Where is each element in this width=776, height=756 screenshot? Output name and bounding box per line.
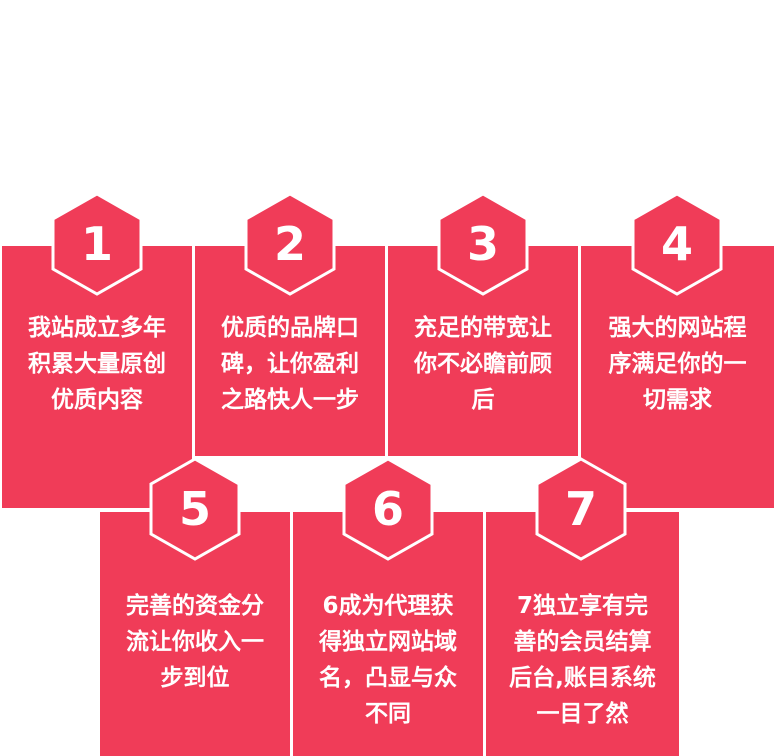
feature-text-2: 优质的品牌口碑，让你盈利之路快人一步 — [221, 315, 359, 413]
feature-text-3: 充足的带宽让你不必瞻前顾后 — [414, 315, 552, 413]
feature-card-4: 强大的网站程序满足你的一切需求 — [581, 246, 774, 508]
number-badge-3: 3 — [436, 192, 530, 296]
number-badge-5-label: 5 — [178, 482, 211, 536]
feature-text-5: 完善的资金分流让你收入一步到位 — [126, 593, 264, 691]
number-badge-5: 5 — [148, 457, 242, 561]
number-badge-7: 7 — [534, 457, 628, 561]
number-badge-1-label: 1 — [80, 217, 113, 271]
number-badge-4-label: 4 — [660, 217, 693, 271]
number-badge-3-label: 3 — [466, 217, 499, 271]
feature-text-6: 6成为代理获得独立网站域名，凸显与众不同 — [319, 593, 457, 727]
number-badge-6: 6 — [341, 457, 435, 561]
number-badge-7-label: 7 — [564, 482, 597, 536]
number-badge-6-label: 6 — [371, 482, 404, 536]
number-badge-2: 2 — [243, 192, 337, 296]
number-badge-2-label: 2 — [273, 217, 306, 271]
number-badge-1: 1 — [50, 192, 144, 296]
feature-text-7: 7独立享有完善的会员结算后台,账目系统一目了然 — [509, 593, 656, 727]
feature-text-1: 我站成立多年积累大量原创优质内容 — [28, 315, 166, 413]
feature-text-4: 强大的网站程序满足你的一切需求 — [608, 315, 747, 413]
number-badge-4: 4 — [630, 192, 724, 296]
